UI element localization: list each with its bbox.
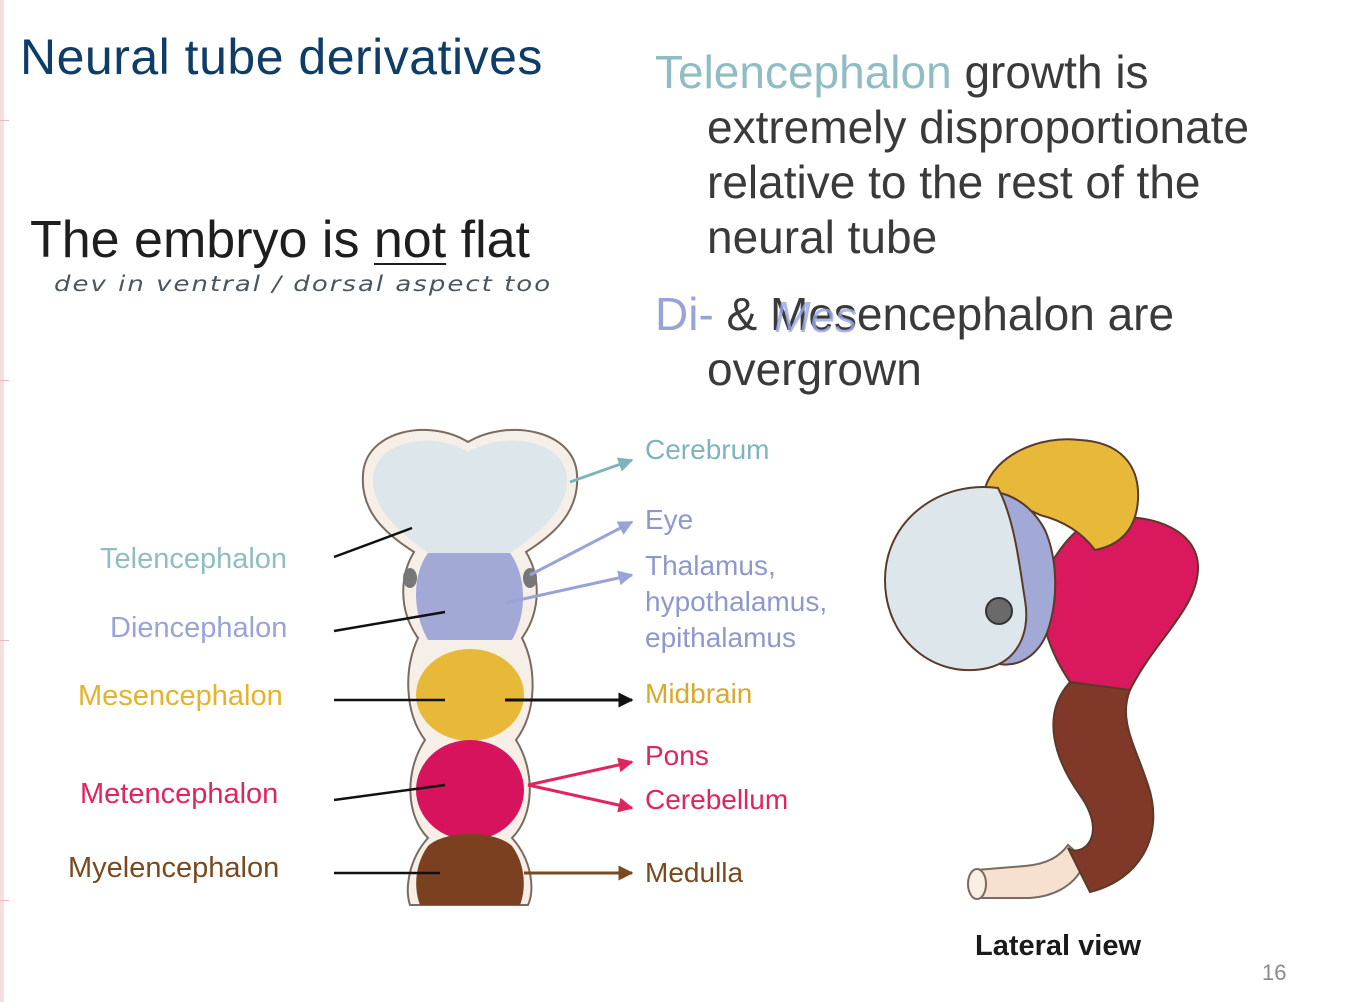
label-telencephalon: Telencephalon (100, 543, 288, 575)
bullet-text: relative to the rest of the (707, 156, 1201, 208)
label-diencephalon: Diencephalon (110, 612, 288, 644)
label-cerebellum: Cerebellum (645, 784, 789, 815)
arrow-thalamus (504, 570, 634, 605)
embryo-text-after: flat (446, 211, 531, 269)
label-metencephalon: Metencephalon (80, 778, 279, 810)
dorsal-tube (361, 428, 579, 906)
arrow-cerebellum (527, 783, 634, 813)
bullet-amp: & (713, 288, 771, 340)
pointer-telencephalon (333, 526, 413, 559)
label-medulla: Medulla (645, 857, 744, 888)
mesencephalon-region (416, 649, 524, 741)
lateral-telencephalon (883, 486, 1028, 672)
label-eye: Eye (645, 504, 694, 535)
lateral-myelencephalon (1052, 680, 1155, 894)
handwritten-note: dev in ventral / dorsal aspect too (54, 272, 553, 297)
arrow-eye (529, 520, 634, 577)
optic-vesicle-left (403, 568, 417, 588)
label-pons: Pons (645, 740, 709, 771)
telencephalon-highlight: Telencephalon (655, 46, 952, 98)
page-number: 16 (1262, 960, 1287, 985)
pointer-diencephalon (333, 610, 446, 633)
spinal-cord-end (967, 868, 987, 900)
bullet-text: extremely disproportionate (707, 101, 1250, 153)
label-hypothalamus: hypothalamus, (645, 586, 828, 617)
embryo-text-underlined: not (373, 211, 447, 269)
mes-text: Mes (770, 288, 857, 340)
bullet-text: overgrown (707, 343, 922, 395)
label-epithalamus: epithalamus (645, 622, 796, 653)
embryo-text-before: The embryo is (30, 211, 374, 269)
lateral-view-diagram (883, 438, 1200, 900)
embryo-statement: The embryo is not flat (30, 210, 530, 270)
diencephalon-region (416, 553, 524, 640)
label-cerebrum: Cerebrum (645, 434, 770, 465)
page-margin-line (0, 0, 4, 1002)
label-mesencephalon: Mesencephalon (78, 680, 283, 712)
bullet-text: growth is (951, 46, 1149, 98)
spinal-cord (974, 843, 1087, 899)
lateral-optic-vesicle (985, 597, 1013, 625)
telencephalon-region (372, 440, 568, 553)
slide-title: Neural tube derivatives (20, 29, 543, 85)
margin-tick (0, 120, 9, 121)
margin-tick (0, 900, 9, 901)
label-myelencephalon: Myelencephalon (68, 852, 280, 884)
lateral-metencephalon (1040, 516, 1200, 692)
mes-handwritten-scribble: Mes (774, 293, 858, 342)
myelencephalon-region (416, 834, 524, 905)
lateral-view-caption: Lateral view (975, 930, 1142, 962)
margin-tick (0, 640, 9, 641)
bullet-telencephalon-growth: Telencephalon growth is extremely dispro… (655, 45, 1335, 265)
bullet-text: encephalon are (856, 288, 1175, 340)
arrow-pons (527, 757, 634, 787)
margin-tick (0, 380, 9, 381)
lateral-mesencephalon (983, 438, 1140, 552)
label-thalamus: Thalamus, (645, 550, 776, 581)
di-highlight: Di- (655, 288, 714, 340)
bullet-text: neural tube (707, 211, 938, 263)
metencephalon-region (416, 740, 524, 840)
pointer-metencephalon (333, 783, 446, 802)
arrow-cerebrum (569, 457, 634, 484)
label-midbrain: Midbrain (645, 678, 753, 709)
